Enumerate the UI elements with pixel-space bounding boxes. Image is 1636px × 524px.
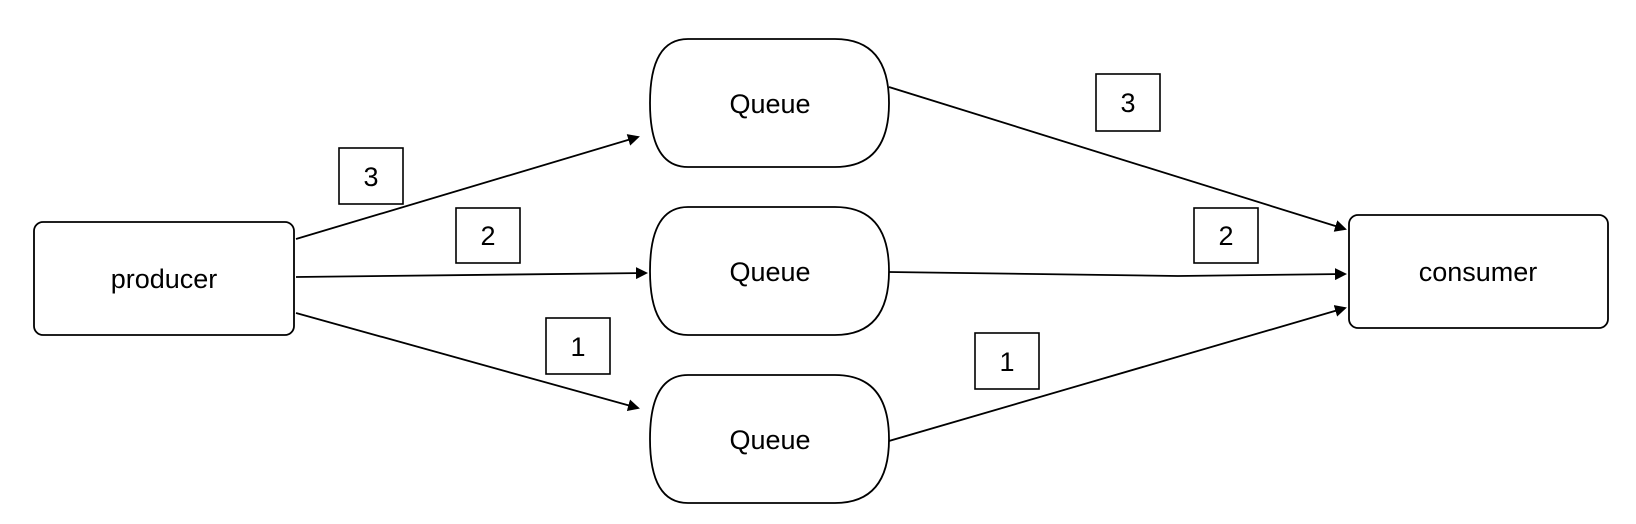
edge-label-bottom-consumer: 1 — [974, 332, 1040, 390]
queue-label-top: Queue — [729, 89, 810, 119]
edge-producer-to-middle-queue — [295, 267, 648, 280]
edge-label-box-top-consumer — [1095, 73, 1161, 132]
queue-node-middle[interactable]: Queue — [649, 206, 890, 336]
edge-label-producer-middle: 2 — [455, 207, 521, 264]
edge-label-text-producer-top: 3 — [363, 162, 378, 192]
edge-label-text-producer-middle: 2 — [480, 221, 495, 251]
edge-bottom-queue-to-consumer — [888, 305, 1347, 442]
edge-producer-to-top-queue — [295, 134, 640, 240]
queue-shape-top — [649, 38, 890, 168]
edge-label-box-producer-middle — [455, 207, 521, 264]
edge-label-top-consumer: 3 — [1095, 73, 1161, 132]
queue-label-bottom: Queue — [729, 425, 810, 455]
edge-label-text-bottom-consumer: 1 — [999, 347, 1014, 377]
edge-label-text-middle-consumer: 2 — [1218, 221, 1233, 251]
edge-label-producer-top: 3 — [338, 147, 404, 205]
edge-label-box-middle-consumer — [1193, 207, 1259, 264]
consumer-label: consumer — [1419, 257, 1538, 287]
edge-middle-queue-to-consumer — [888, 268, 1347, 281]
producer-node[interactable]: producer — [33, 221, 295, 336]
edge-label-text-top-consumer: 3 — [1120, 88, 1135, 118]
consumer-node[interactable]: consumer — [1348, 214, 1609, 329]
producer-box — [33, 221, 295, 336]
edge-label-middle-consumer: 2 — [1193, 207, 1259, 264]
queue-shape-bottom — [649, 374, 890, 504]
edge-label-box-producer-top — [338, 147, 404, 205]
edge-label-box-producer-bottom — [545, 317, 611, 375]
consumer-box — [1348, 214, 1609, 329]
edge-label-producer-bottom: 1 — [545, 317, 611, 375]
edge-top-queue-to-consumer — [888, 86, 1347, 232]
edge-label-text-producer-bottom: 1 — [570, 332, 585, 362]
queue-node-top[interactable]: Queue — [649, 38, 890, 168]
edge-label-box-bottom-consumer — [974, 332, 1040, 390]
queue-shape-middle — [649, 206, 890, 336]
queue-node-bottom[interactable]: Queue — [649, 374, 890, 504]
queue-label-middle: Queue — [729, 257, 810, 287]
edge-producer-to-bottom-queue — [295, 312, 640, 412]
producer-label: producer — [111, 264, 218, 294]
